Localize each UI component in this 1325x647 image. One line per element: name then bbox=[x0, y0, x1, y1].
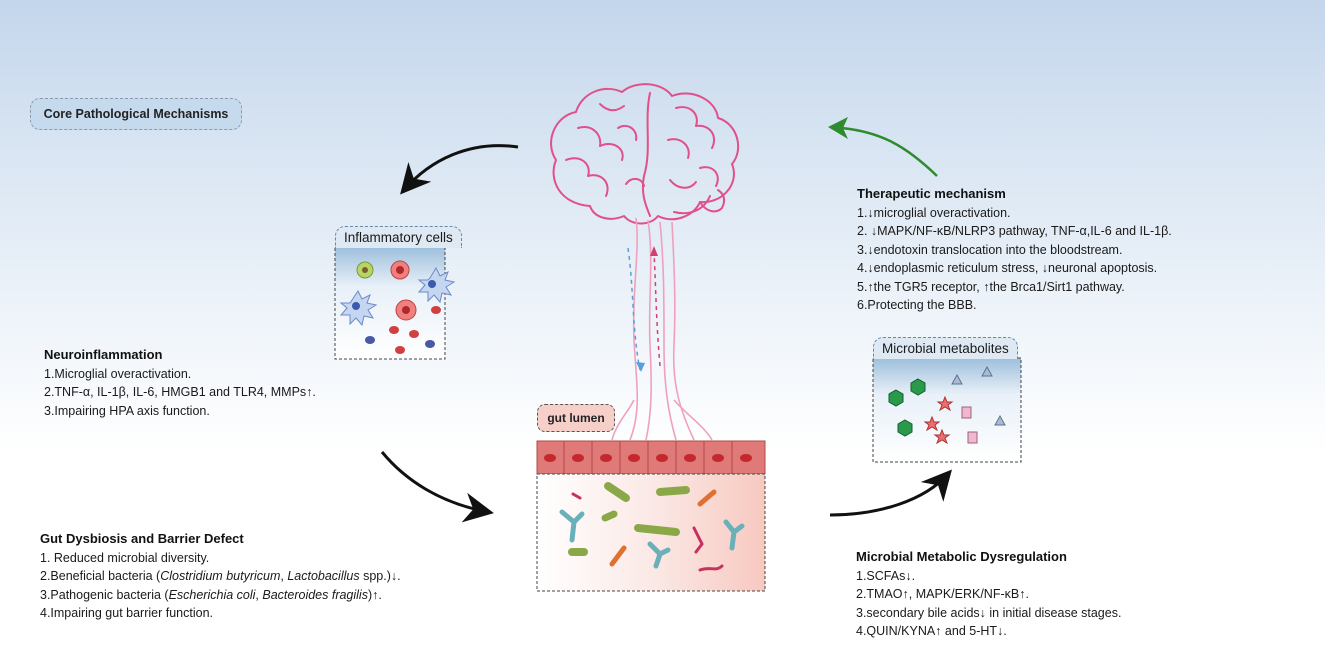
metabolic-item-4: 4.QUIN/KYNA↑ and 5-HT↓. bbox=[856, 624, 1007, 638]
therapeutic-item-3: 3.↓endotoxin translocation into the bloo… bbox=[857, 242, 1123, 257]
therapeutic-item-4: 4.↓endoplasmic reticulum stress, ↓neuron… bbox=[857, 261, 1158, 275]
therapeutic-item-1: 1.↓microglial overactivation. bbox=[857, 205, 1011, 220]
species-clostridium: Clostridium butyricum bbox=[160, 569, 281, 583]
species-escherichia: Escherichia coli bbox=[168, 587, 256, 602]
gut-bacteria-illustrations bbox=[559, 482, 745, 572]
neuroinflammation-item-2: 2.TNF-α, IL-1β, IL-6, HMGB1 and TLR4, MM… bbox=[44, 385, 316, 399]
gut-dysbiosis-block: Gut Dysbiosis and Barrier Defect 1. Redu… bbox=[40, 530, 401, 623]
neuroinflammation-item-1: 1.Microglial overactivation. bbox=[44, 366, 192, 381]
metabolic-item-2: 2.TMAO↑, MAPK/ERK/NF-κB↑. bbox=[856, 587, 1029, 601]
therapeutic-item-2: 2. ↓MAPK/NF-κB/NLRP3 pathway, TNF-α,IL-6… bbox=[857, 224, 1172, 238]
brain-icon bbox=[550, 83, 740, 225]
therapeutic-block: Therapeutic mechanism 1.↓microglial over… bbox=[857, 185, 1172, 315]
item-3-suffix: )↑. bbox=[367, 587, 382, 602]
metabolic-block: Microbial Metabolic Dysregulation 1.SCFA… bbox=[856, 548, 1121, 641]
therapeutic-item-6: 6.Protecting the BBB. bbox=[857, 298, 977, 312]
gut-dysbiosis-item-3: 3.Pathogenic bacteria (Escherichia coli,… bbox=[40, 586, 401, 605]
item-3-sep: , bbox=[255, 587, 263, 602]
therapeutic-title: Therapeutic mechanism bbox=[857, 186, 1006, 201]
gut-epithelium bbox=[536, 440, 766, 475]
arrow-therapeutic-head bbox=[828, 117, 848, 139]
species-lactobacillus: Lactobacillus bbox=[287, 569, 360, 583]
neuroinflammation-item-3: 3.Impairing HPA axis function. bbox=[44, 403, 210, 418]
neuroinflammation-title: Neuroinflammation bbox=[44, 347, 163, 362]
afferent-signal-line bbox=[653, 251, 661, 367]
arrow-therapeutic-to-brain bbox=[841, 126, 938, 177]
item-3-prefix: 3.Pathogenic bacteria ( bbox=[40, 587, 169, 602]
metabolic-title: Microbial Metabolic Dysregulation bbox=[856, 549, 1067, 564]
metabolic-item-3: 3.secondary bile acids↓ in initial disea… bbox=[856, 605, 1122, 620]
neuroinflammation-block: Neuroinflammation 1.Microglial overactiv… bbox=[44, 346, 316, 420]
vagus-nerve bbox=[611, 217, 713, 441]
microbial-metabolites-label: Microbial metabolites bbox=[873, 337, 1018, 359]
item-2-sep: , bbox=[280, 569, 288, 583]
arrow-gut-to-metabolites bbox=[829, 469, 952, 517]
metabolic-item-1: 1.SCFAs↓. bbox=[856, 568, 916, 583]
gut-dysbiosis-title: Gut Dysbiosis and Barrier Defect bbox=[40, 531, 244, 546]
therapeutic-item-5: 5.↑the TGR5 receptor, ↑the Brca1/Sirt1 p… bbox=[857, 279, 1125, 294]
gut-dysbiosis-item-4: 4.Impairing gut barrier function. bbox=[40, 606, 214, 620]
arrow-brain-to-inflammation bbox=[400, 144, 519, 195]
species-bacteroides: Bacteroides fragilis bbox=[262, 587, 368, 602]
inflammatory-cells-label: Inflammatory cells bbox=[335, 226, 462, 248]
item-2-suffix: spp.)↓. bbox=[359, 569, 401, 583]
microbial-metabolites-panel bbox=[872, 357, 1022, 463]
afferent-arrowhead bbox=[650, 246, 658, 256]
arrow-neuroinflammation-to-gut bbox=[380, 451, 494, 523]
inflammatory-cell-illustrations bbox=[339, 260, 456, 354]
metabolite-illustrations bbox=[888, 365, 1006, 445]
item-2-prefix: 2.Beneficial bacteria ( bbox=[40, 569, 161, 583]
efferent-arrowhead bbox=[636, 362, 645, 372]
core-mechanisms-label: Core Pathological Mechanisms bbox=[30, 98, 242, 130]
gut-dysbiosis-item-1: 1. Reduced microbial diversity. bbox=[40, 550, 210, 565]
gut-lumen-label: gut lumen bbox=[537, 404, 615, 432]
gut-dysbiosis-item-2: 2.Beneficial bacteria (Clostridium butyr… bbox=[40, 567, 401, 586]
